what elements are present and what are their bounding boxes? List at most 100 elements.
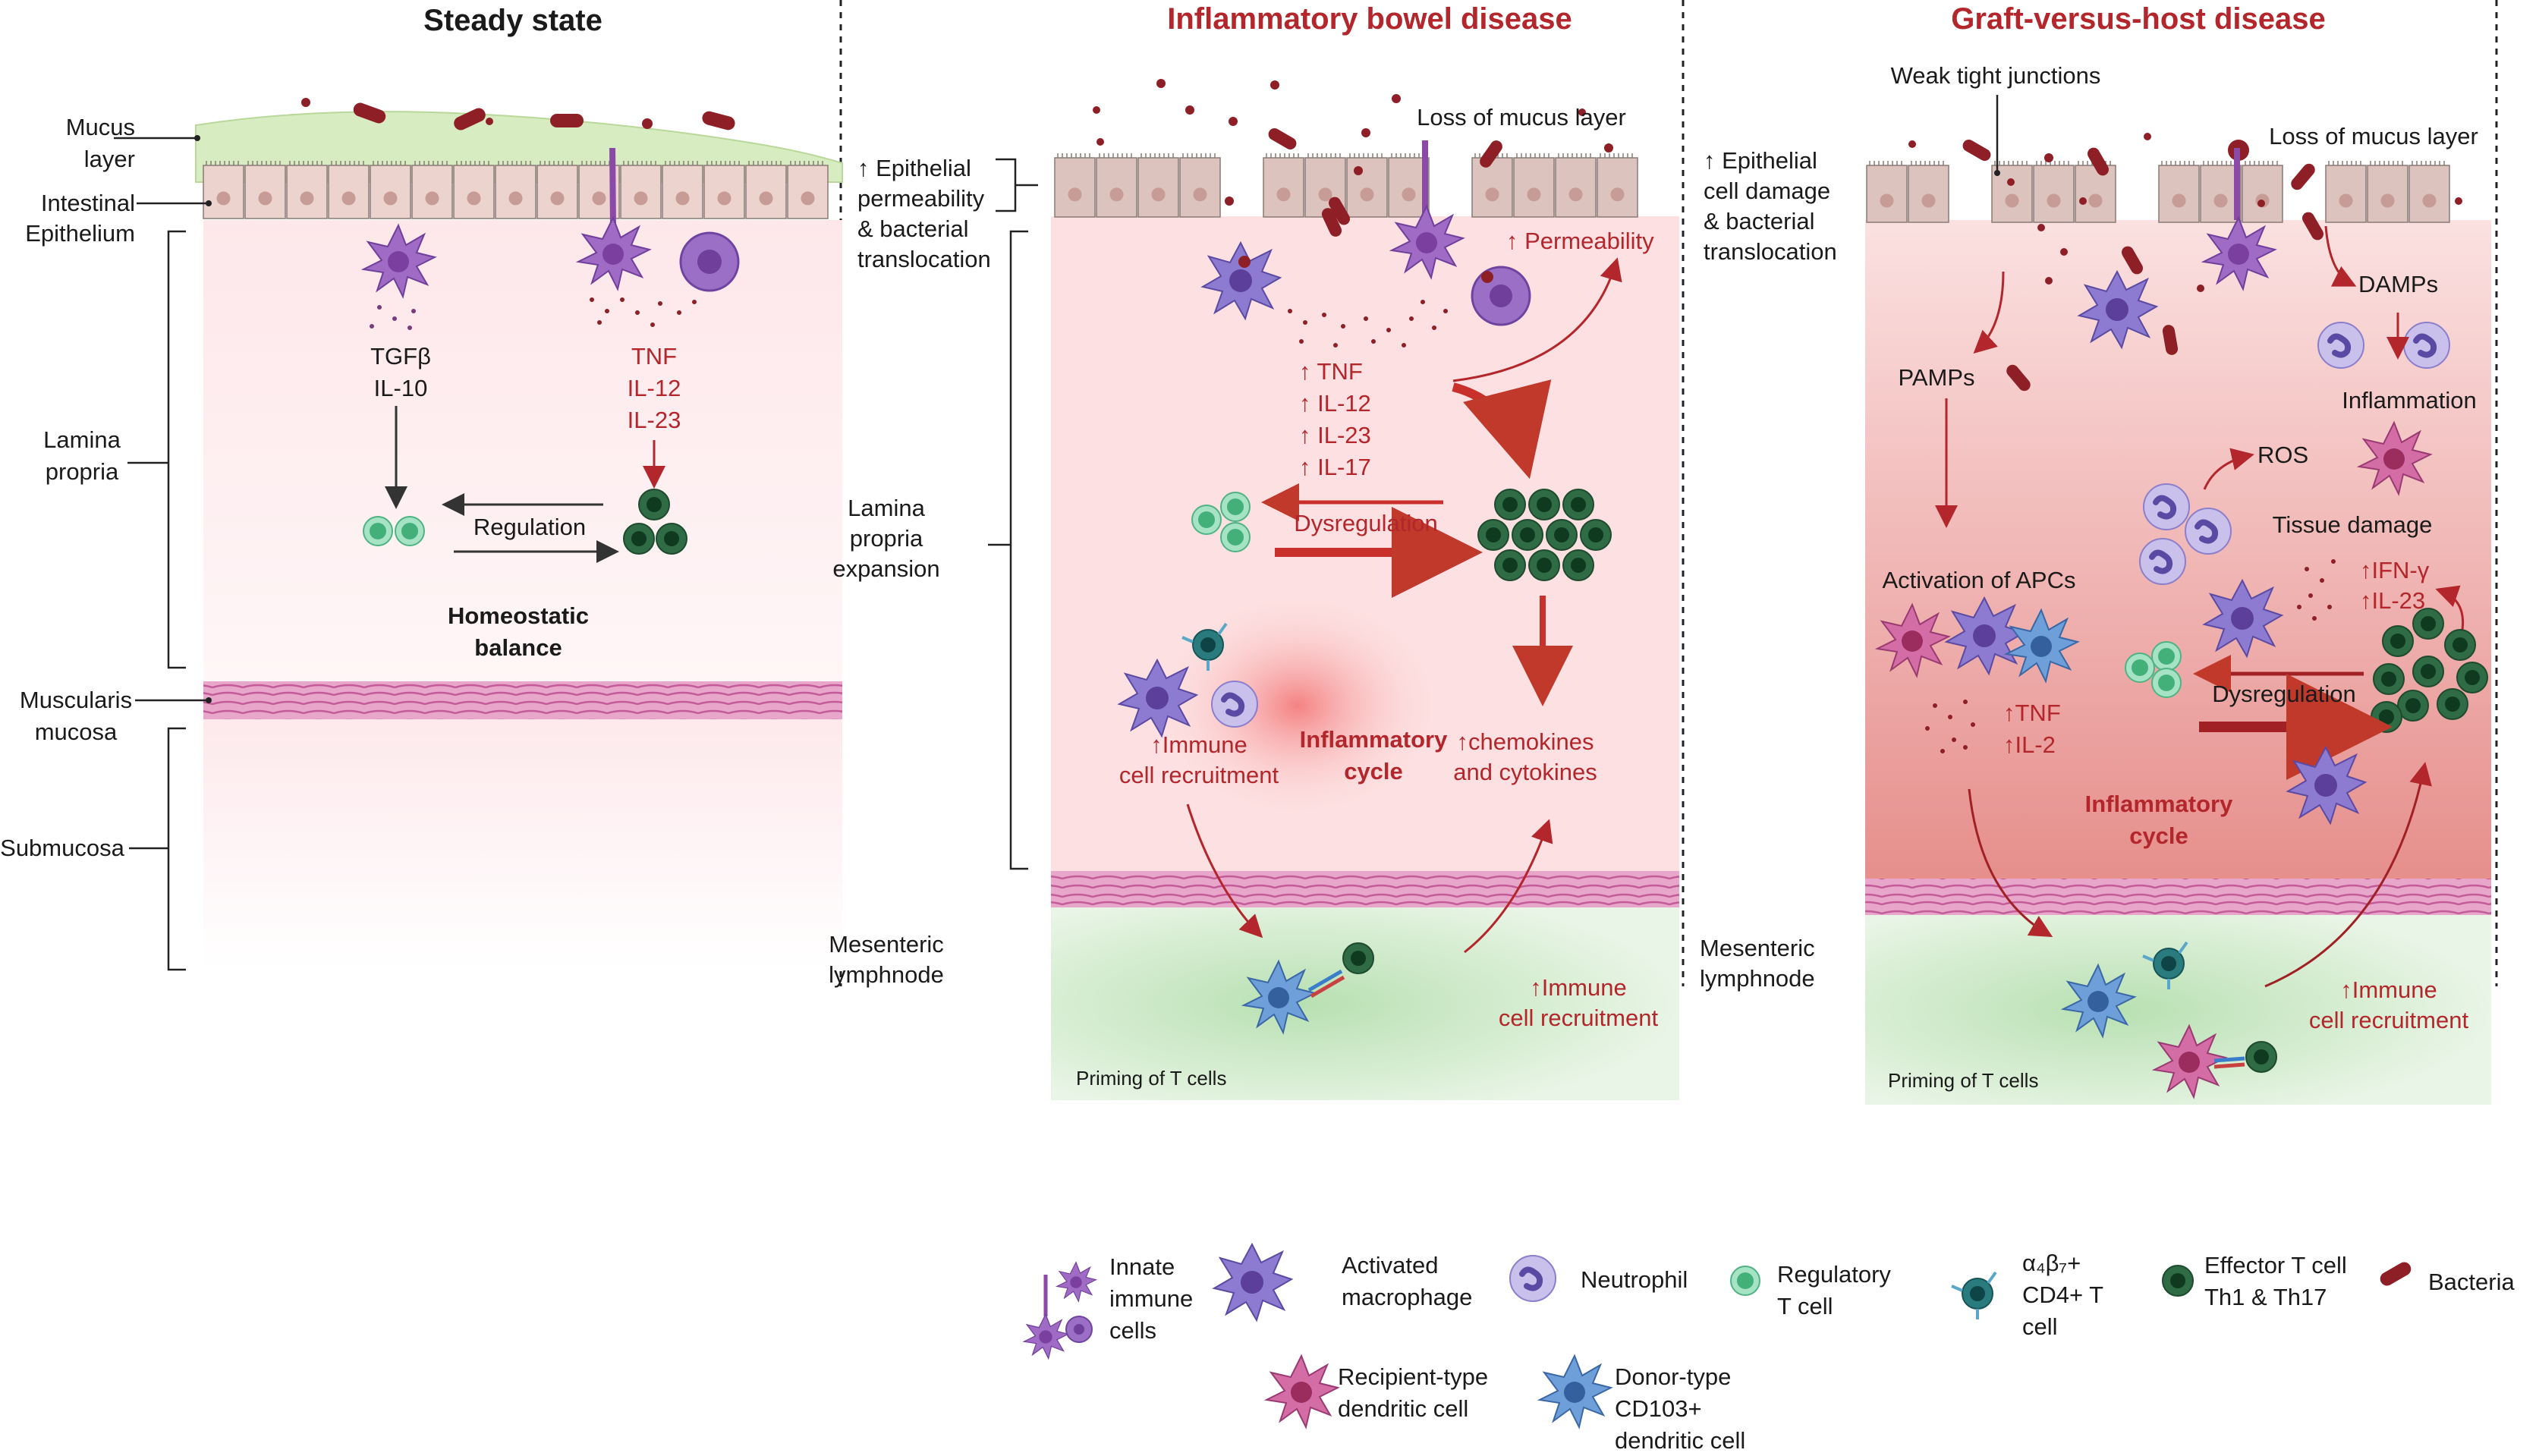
steady-il23: IL-23	[628, 407, 681, 433]
steady-left-labels: Mucus layer Intestinal Epithelium Lamina…	[0, 114, 212, 971]
legend-treg: Regulatory T cell	[1730, 1261, 1891, 1319]
ibd-mesenteric-1: Mesenteric	[829, 931, 944, 958]
epithelial-nucleus	[2005, 193, 2019, 208]
arrow-gvhd-damps	[2324, 225, 2357, 287]
arrow-gvhd-pamps	[1973, 271, 2005, 354]
legend: Innate immune cells Activated macrophage…	[1023, 1244, 2515, 1454]
gvhd-neutrophil-3	[2144, 484, 2189, 530]
gvhd-damage-2: cell damage	[1704, 178, 1830, 204]
epithelium-gvhd	[1866, 161, 2450, 223]
gvhd-damage-3: & bacterial	[1704, 208, 1814, 234]
gvhd-damage-1: ↑ Epithelial	[1704, 147, 1817, 174]
epithelial-nucleus	[1151, 187, 1166, 202]
gvhd-cycle-1: Inflammatory	[2085, 791, 2233, 817]
ibd-dysregulation: Dysregulation	[1294, 510, 1438, 536]
epithelial-nucleus	[1921, 193, 1936, 208]
legend-neutrophil: Neutrophil	[1510, 1256, 1688, 1301]
panel-steady-state: Steady state Mucus layer Intestinal Ep	[0, 4, 843, 971]
epithelial-nucleus	[467, 191, 481, 206]
gvhd-il23: ↑IL-23	[2360, 587, 2425, 614]
label-lamina-1: Lamina	[43, 426, 121, 453]
ibd-chemokines-1: ↑chemokines	[1457, 728, 1594, 755]
gvhd-neutrophil-1	[2318, 322, 2364, 368]
epithelial-nucleus	[1880, 193, 1894, 208]
legend-donor-3: dendritic cell	[1615, 1427, 1745, 1454]
gvhd-damage-4: translocation	[1704, 238, 1837, 265]
ibd-mesenteric-2: lymphnode	[829, 961, 944, 988]
epithelial-nucleus	[2047, 193, 2061, 208]
submucosa-layer	[203, 719, 842, 970]
gvhd-neutrophil-4	[2185, 508, 2231, 554]
epithelial-nucleus	[2172, 193, 2186, 208]
bacteria-gvhd	[1908, 133, 2462, 392]
ibd-cycle-1: Inflammatory	[1300, 726, 1448, 753]
epithelial-nucleus	[675, 191, 690, 206]
gvhd-inflammation: Inflammation	[2342, 387, 2476, 414]
epithelial-cell	[1346, 157, 1388, 218]
gvhd-ifn: ↑IFN-γ	[2360, 557, 2430, 583]
epithelial-nucleus	[1109, 187, 1124, 202]
epithelium-steady	[203, 161, 829, 219]
arrow-gvhd-ifn	[2435, 585, 2465, 631]
steady-il10: IL-10	[374, 375, 428, 401]
epithelium-ibd	[1054, 153, 1638, 218]
bacteria-steady	[301, 98, 735, 131]
gvhd-treg-1	[2125, 653, 2155, 683]
epithelial-cell	[2158, 165, 2200, 223]
legend-macro-1: Activated	[1342, 1252, 1439, 1278]
muscularis-ibd	[1051, 871, 1679, 907]
ibd-perm-1: ↑ Epithelial	[857, 155, 971, 181]
epithelial-cell	[1179, 157, 1221, 218]
gvhd-treg-3	[2151, 668, 2182, 698]
label-submucosa: Submucosa	[0, 835, 124, 861]
lymphnode-ibd	[1051, 907, 1679, 1100]
legend-donor-2: CD103+	[1615, 1395, 1702, 1422]
ibd-neutrophil	[1212, 681, 1257, 727]
legend-donor-1: Donor-type	[1615, 1363, 1731, 1390]
gvhd-mesenteric-1: Mesenteric	[1700, 935, 1815, 961]
ibd-perm-4: translocation	[857, 246, 991, 272]
ibd-cycle-2: cycle	[1344, 758, 1403, 785]
epithelial-cell	[1555, 157, 1597, 218]
epithelial-nucleus	[1276, 187, 1291, 202]
legend-innate-3: cells	[1109, 1317, 1156, 1344]
legend-a4b7-3: cell	[2022, 1313, 2058, 1340]
epithelial-nucleus	[592, 191, 606, 206]
epithelial-nucleus	[383, 191, 398, 206]
steady-il12: IL-12	[628, 375, 681, 401]
label-lamina-2: propria	[46, 458, 119, 485]
steady-tnf: TNF	[631, 343, 677, 370]
title-steady: Steady state	[423, 4, 603, 37]
epithelial-cell	[244, 165, 286, 219]
ibd-loss-mucus: Loss of mucus layer	[1417, 104, 1626, 131]
ibd-priming: Priming of T cells	[1076, 1067, 1226, 1090]
epithelial-nucleus	[258, 191, 272, 206]
gvhd-recruit-2: cell recruitment	[2309, 1007, 2469, 1033]
label-epithelium-1: Intestinal	[41, 190, 135, 216]
steady-balance-2: balance	[474, 634, 562, 661]
epithelial-nucleus	[759, 191, 773, 206]
epithelial-nucleus	[717, 191, 731, 206]
legend-innate-1: Innate	[1109, 1253, 1175, 1280]
legend-effector-2: Th1 & Th17	[2204, 1284, 2327, 1310]
ibd-il12: ↑ IL-12	[1299, 390, 1371, 417]
steady-balance-1: Homeostatic	[448, 602, 589, 629]
label-muscularis-2: mucosa	[35, 719, 118, 745]
ibd-tnf: ↑ TNF	[1299, 358, 1363, 385]
arrow-ibd-to-lymph	[1186, 803, 1263, 939]
epithelial-nucleus	[2213, 193, 2228, 208]
gvhd-priming: Priming of T cells	[1888, 1069, 2038, 1092]
muscularis-gvhd	[1865, 879, 2491, 915]
gvhd-loss-mucus: Loss of mucus layer	[2269, 123, 2478, 149]
label-mucus-1: Mucus	[66, 114, 135, 140]
arrow-gvhd-ros	[2203, 448, 2254, 490]
legend-effector-1: Effector T cell	[2204, 1252, 2347, 1278]
gvhd-mesenteric-2: lymphnode	[1700, 965, 1815, 992]
ibd-lamina-3: expansion	[832, 555, 939, 582]
epithelial-cell	[536, 165, 578, 219]
epithelial-nucleus	[1568, 187, 1583, 202]
ibd-left-labels: ↑ Epithelial permeability & bacterial tr…	[829, 155, 1038, 988]
gvhd-damps: DAMPs	[2358, 271, 2438, 297]
gvhd-recruit-1: ↑Immune	[2340, 976, 2437, 1003]
